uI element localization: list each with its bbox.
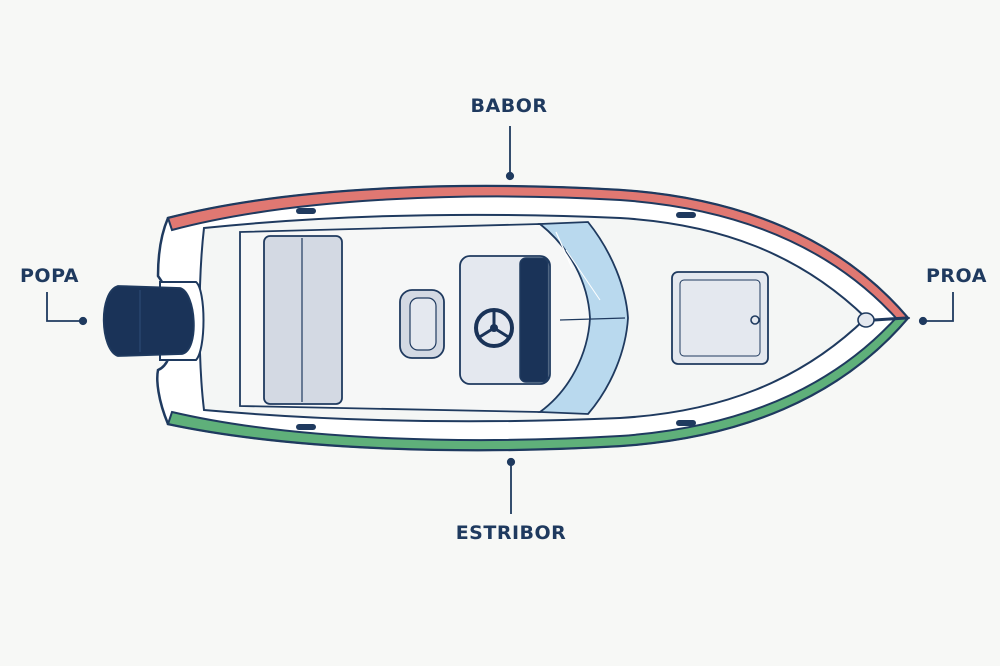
port-label: BABOR (470, 95, 548, 117)
starboard-label: ESTRIBOR (455, 522, 567, 544)
cleat-icon (676, 212, 696, 218)
windshield (537, 221, 629, 415)
cleat-icon (676, 420, 696, 426)
helm-seat-cushion (409, 297, 437, 351)
cleat-icon (296, 424, 316, 430)
bow-hatch (671, 271, 769, 365)
bow-cleat-icon (857, 312, 875, 328)
stern-label: POPA (20, 265, 79, 287)
console-dash (519, 257, 549, 383)
outboard-engine-icon (102, 285, 195, 357)
leader-lines (46, 126, 954, 514)
rear-bench-seat (263, 235, 343, 405)
bow-label: PROA (926, 265, 987, 287)
cleat-icon (296, 208, 316, 214)
hatch-latch-icon (750, 315, 760, 325)
